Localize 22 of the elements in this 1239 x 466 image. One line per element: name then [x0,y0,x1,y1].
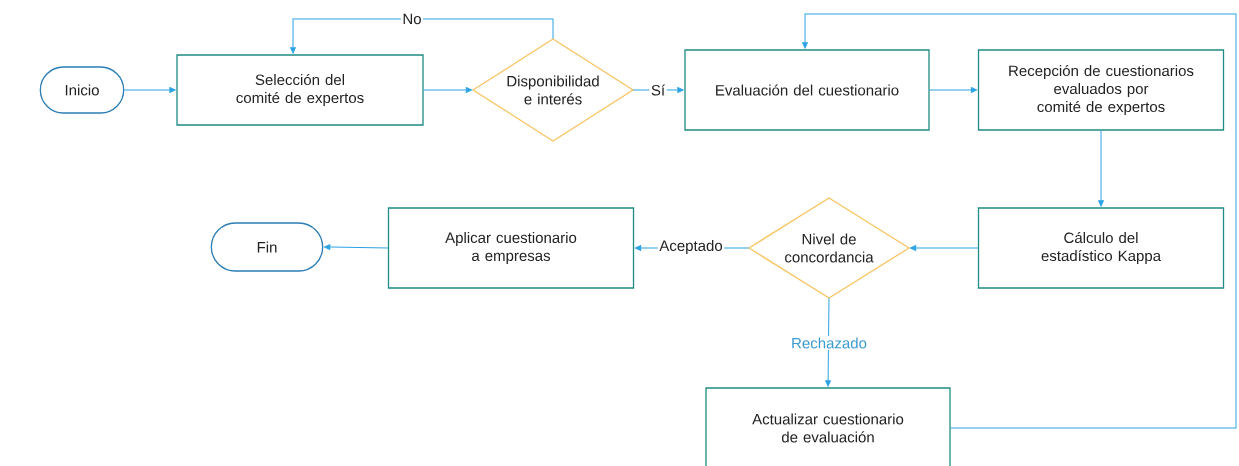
process-box: Actualizar cuestionario de evaluación [705,387,951,466]
arrow [123,87,176,93]
terminal-box: Fin [210,222,324,272]
arrow [802,13,1237,429]
arrow [290,18,554,54]
edge-label: Aceptado [657,238,725,256]
arrow [632,87,684,93]
arrow [1098,130,1104,207]
edge-label: No [400,12,424,26]
edge-label: Sí [649,82,667,98]
edge-label: Rechazado [789,336,869,350]
terminal-box: Inicio [39,66,125,114]
arrow [929,87,978,93]
arrow [825,297,831,387]
arrow [324,244,389,250]
process-box: Aplicar cuestionario a empresas [387,207,635,289]
arrow [910,245,979,251]
process-box: Selección del comité de expertos [176,54,424,126]
process-box: Cálculo del estadístico Kappa [977,207,1225,289]
process-box: Evaluación del cuestionario [684,49,930,131]
process-box: Recepción de cuestionarios evaluados por comité de expertos [977,49,1225,131]
arrow [423,87,473,93]
